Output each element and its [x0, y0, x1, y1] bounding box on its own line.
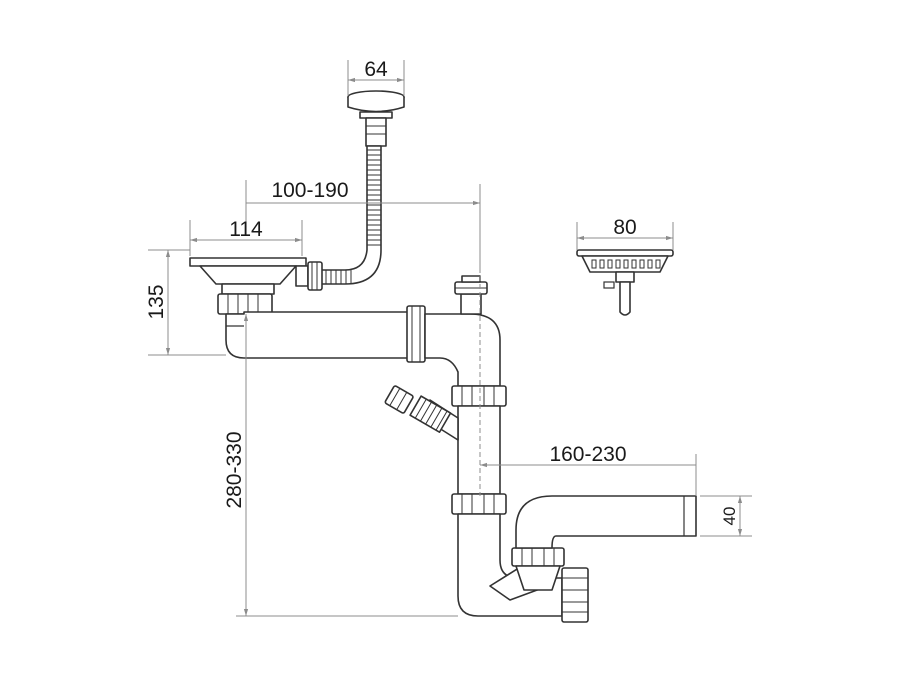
vertical-pipe — [457, 405, 501, 495]
upper-nut — [451, 385, 507, 407]
dim-label-160-230: 160-230 — [549, 443, 626, 466]
dim-overflow-diameter: 64 — [347, 58, 405, 96]
dim-trap-height: 280-330 — [223, 314, 458, 617]
dim-strainer-diameter: 80 — [576, 216, 674, 250]
overflow-hose — [319, 145, 382, 285]
strainer-slot — [591, 259, 597, 269]
dim-label-114: 114 — [229, 218, 263, 241]
dim-label-100-190: 100-190 — [271, 179, 348, 202]
dim-overflow-offset: 100-190 — [245, 179, 481, 268]
overflow-assembly — [347, 90, 405, 147]
dim-label-80: 80 — [613, 216, 636, 239]
dim-label-64: 64 — [364, 58, 388, 81]
dim-bowl-outlet-diameter: 114 — [189, 218, 303, 256]
dim-label-280-330: 280-330 — [223, 431, 246, 508]
dim-outlet-offset: 160-230 — [480, 443, 697, 496]
strainer-slot — [655, 259, 661, 269]
strainer-slot — [639, 259, 645, 269]
strainer-slot — [607, 259, 613, 269]
strainer-slot — [647, 259, 653, 269]
outlet-pipe — [515, 495, 697, 549]
strainer-plug — [576, 249, 674, 316]
side-inlet — [384, 385, 459, 441]
strainer-slot — [615, 259, 621, 269]
strainer-slot — [599, 259, 605, 269]
bottom-trap — [457, 513, 589, 623]
tee-connector — [424, 275, 501, 387]
dim-label-135: 135 — [145, 284, 168, 319]
dim-outlet-diameter: 40 — [700, 495, 752, 537]
strainer-slot — [623, 259, 629, 269]
lower-nut — [451, 493, 507, 515]
strainer-slot — [631, 259, 637, 269]
horizontal-pipe — [225, 305, 426, 363]
bowl-outlet — [189, 257, 323, 315]
dim-label-40: 40 — [720, 507, 739, 526]
dim-bowl-outlet-height: 135 — [145, 249, 226, 356]
